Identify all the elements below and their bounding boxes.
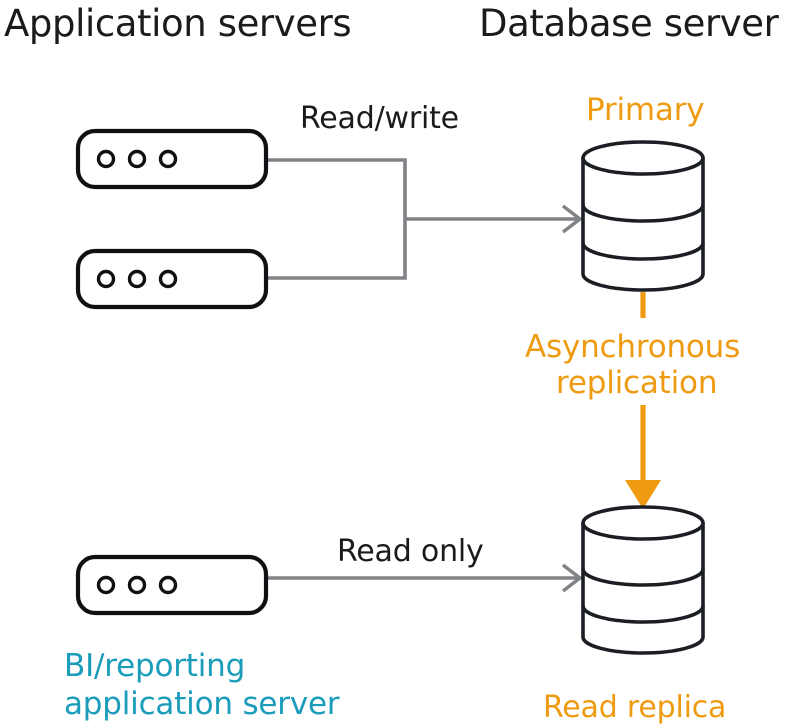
replication-label-line-1: Asynchronous [525,329,740,365]
bi-reporting-server-led-1 [96,575,116,595]
app-server-1-led-1 [96,149,116,169]
bi-reporting-server-led-2 [127,575,147,595]
app-server-2-led-3 [158,269,178,289]
replication-label-line-2: replication [556,365,717,401]
read-replica-database-icon[interactable] [581,505,705,655]
primary-database-top-arc [581,156,705,176]
replication-connection[interactable] [625,292,661,509]
read-only-arrow-head [561,563,583,593]
bi-reporting-server[interactable] [75,554,269,616]
app-server-2-led-2 [127,269,147,289]
read-write-label: Read/write [300,101,459,136]
read-write-connection[interactable] [268,158,583,280]
read-only-connection[interactable] [268,563,583,593]
read-only-label: Read only [337,534,484,569]
primary-database-band-2 [581,241,705,261]
primary-database-body [581,140,705,292]
bi-reporting-server-label-line-2: application server [64,686,340,722]
app-server-1-led-3 [158,149,178,169]
bi-reporting-server-led-3 [158,575,178,595]
app-server-1[interactable] [75,128,269,190]
header-application-servers: Application servers [4,2,351,45]
read-write-arrow-head [561,204,583,234]
app-server-2-led-1 [96,269,116,289]
read-replica-database-label: Read replica [543,690,726,725]
bi-reporting-server-label-line-1: BI/reporting [64,648,245,684]
primary-database-label: Primary [586,92,704,128]
read-replica-database-band-1 [581,567,705,587]
app-server-2[interactable] [75,248,269,310]
read-replica-database-top-arc [581,521,705,541]
replication-arrow-head [625,480,661,509]
primary-database-band-1 [581,203,705,223]
header-database-server: Database server [479,2,780,45]
read-replica-database-band-2 [581,604,705,624]
app-server-1-led-2 [127,149,147,169]
read-replica-database-body [581,505,705,655]
primary-database-icon[interactable] [581,140,705,292]
read-write-bracket [268,158,407,280]
